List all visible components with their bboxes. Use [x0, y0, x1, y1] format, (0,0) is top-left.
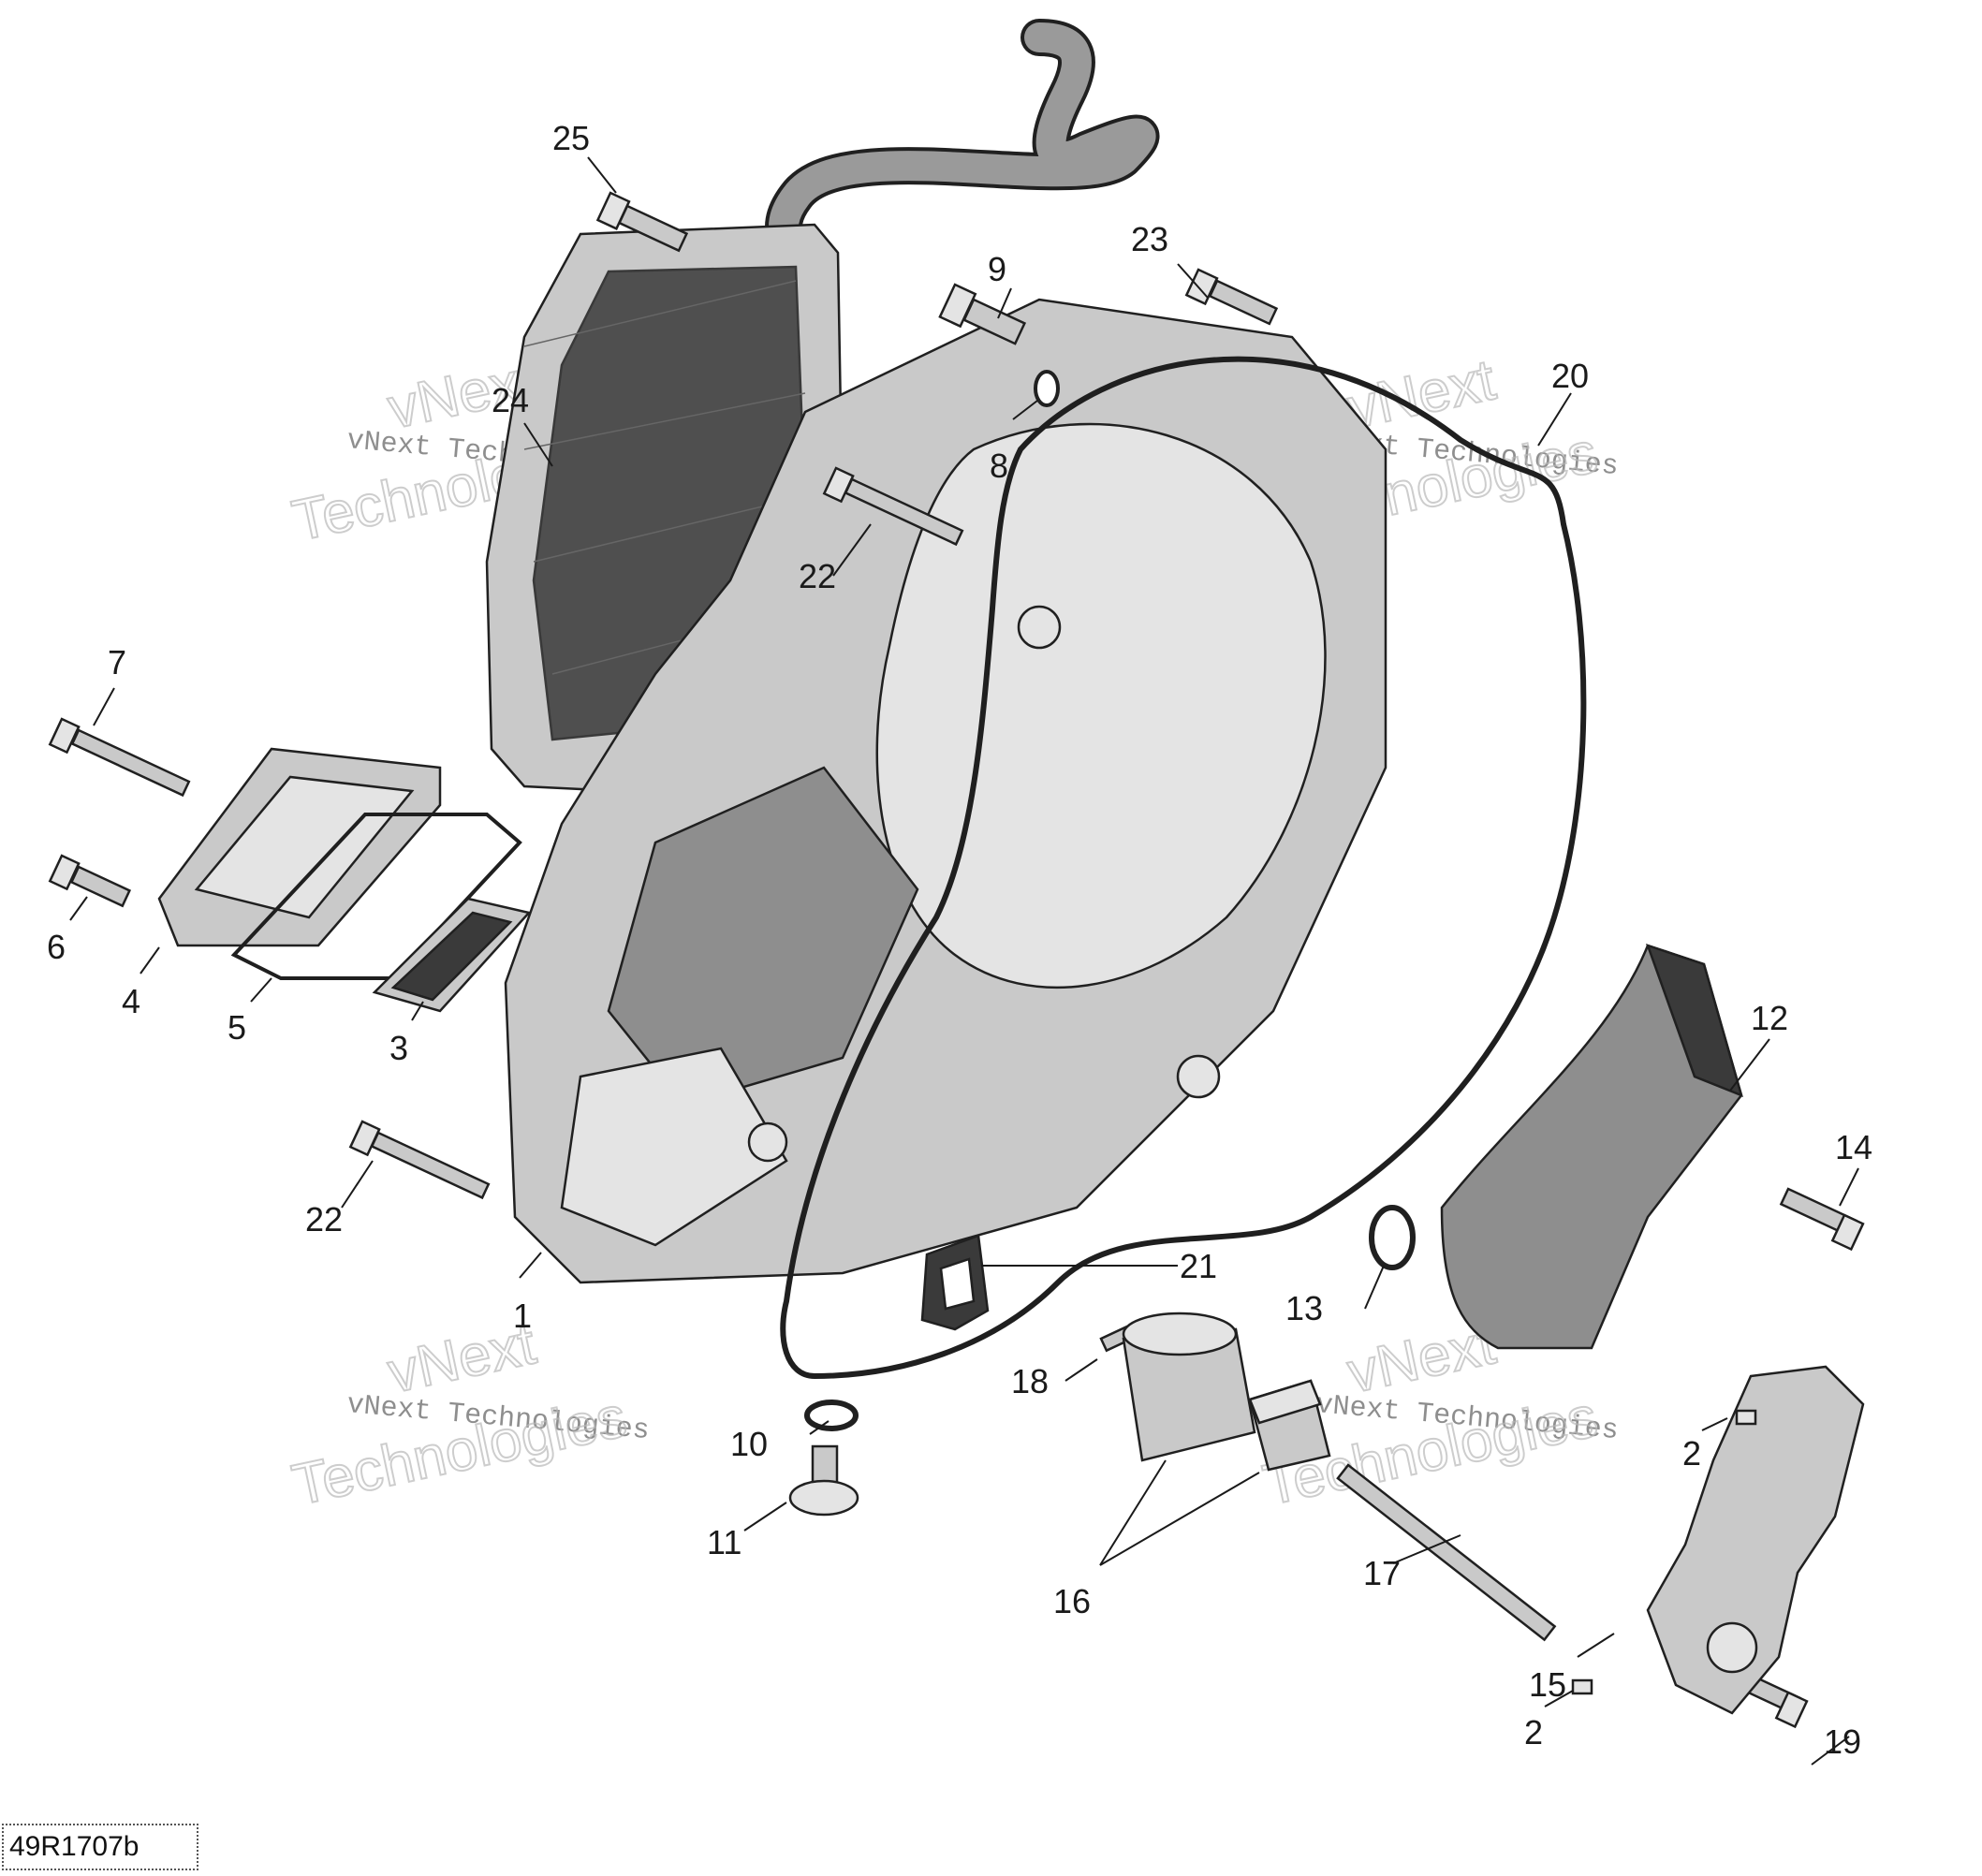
bolt-9	[938, 283, 1027, 345]
callout-22-lower: 22	[305, 1200, 343, 1238]
callout-9: 9	[988, 250, 1006, 288]
reference-code-label: 49R1707b	[2, 1824, 198, 1870]
part-bracket-21	[920, 1234, 990, 1331]
bolt-7	[48, 717, 191, 798]
part-shaft-17	[1336, 1463, 1557, 1642]
callout-12: 12	[1751, 999, 1788, 1037]
part-washer-10	[804, 1400, 859, 1431]
part-filter-3	[372, 897, 532, 1013]
callout-2-lower: 2	[1524, 1713, 1543, 1751]
callout-6: 6	[47, 928, 66, 966]
callout-11: 11	[707, 1523, 741, 1561]
bolt-25	[595, 191, 689, 253]
callout-17: 17	[1363, 1554, 1401, 1592]
part-bushing-16-large	[1122, 1312, 1256, 1462]
leader-lines	[69, 156, 1859, 1766]
callout-8: 8	[990, 447, 1008, 485]
callout-25: 25	[552, 119, 590, 157]
callout-24: 24	[492, 381, 529, 419]
bolt-6	[48, 854, 132, 908]
callout-labels: 1 2 2 3 4 5 6 7 8 9 10 11 12 13 14 15 16…	[47, 119, 1872, 1761]
callout-22-upper: 22	[799, 557, 836, 595]
callout-4: 4	[122, 982, 140, 1020]
callout-21: 21	[1180, 1247, 1217, 1285]
callout-13: 13	[1285, 1289, 1323, 1327]
callout-23: 23	[1131, 220, 1168, 258]
bolt-14	[1779, 1187, 1865, 1252]
bolt-22-lower	[348, 1120, 491, 1200]
part-plug-11	[788, 1444, 859, 1517]
callout-5: 5	[228, 1008, 246, 1047]
callout-20: 20	[1551, 357, 1589, 395]
callout-19: 19	[1824, 1722, 1861, 1761]
part-gasket-20	[780, 356, 1587, 1380]
part-small-gasket-5	[230, 813, 522, 980]
part-guide-12	[1440, 944, 1743, 1350]
part-housing-1	[504, 298, 1387, 1284]
callout-14: 14	[1835, 1128, 1872, 1166]
part-pump-housing-15	[1571, 1365, 1865, 1715]
bolt-23	[1184, 268, 1279, 326]
callout-3: 3	[389, 1029, 408, 1067]
callout-18: 18	[1011, 1362, 1049, 1400]
watermark-bottom-left: vNext vNext Technologies Technologies	[286, 1311, 651, 1518]
callout-10: 10	[730, 1425, 768, 1463]
callout-7: 7	[108, 643, 126, 682]
part-bushing-16-small	[1248, 1379, 1331, 1472]
part-small-cover-4	[157, 747, 442, 947]
callout-2-upper: 2	[1682, 1434, 1701, 1473]
callout-1: 1	[513, 1297, 532, 1335]
part-oring-13	[1369, 1205, 1416, 1270]
bolt-22-upper	[822, 466, 964, 547]
washer-8	[1034, 370, 1060, 407]
callout-16: 16	[1053, 1582, 1091, 1620]
callout-15: 15	[1529, 1665, 1566, 1704]
